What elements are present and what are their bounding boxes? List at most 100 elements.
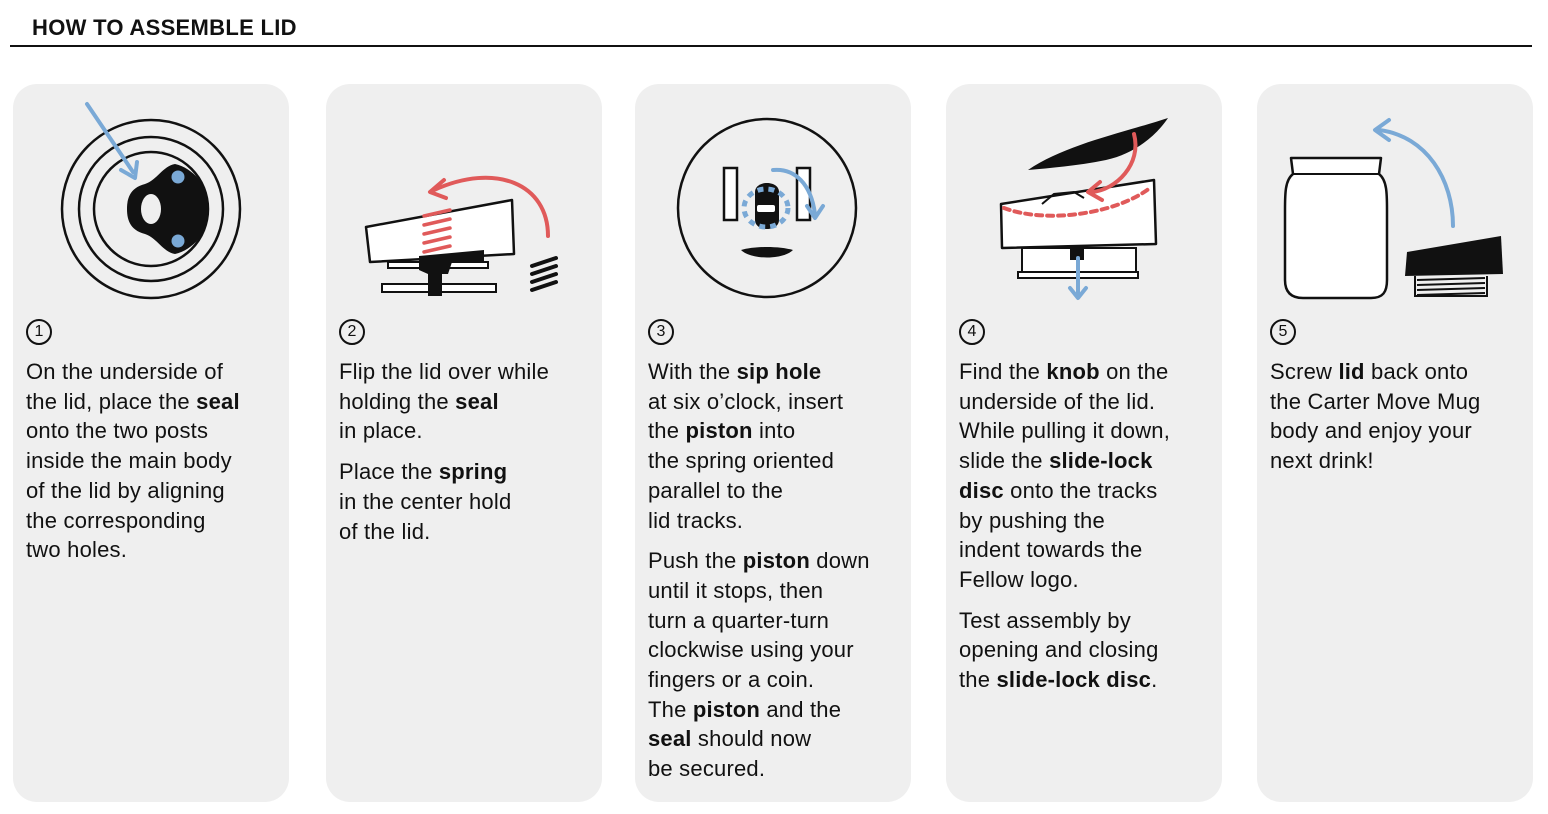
step-text-line: onto the two posts [26, 416, 284, 446]
text-segment: Push the [648, 548, 743, 574]
step-text-1: On the underside of the lid, place the se… [26, 357, 284, 576]
spring-placement-illustration [364, 175, 558, 296]
text-segment: Flip the lid over while [339, 359, 550, 384]
step-number-1: 1 [26, 319, 52, 345]
step-text-line: disc onto the tracks [959, 476, 1217, 506]
step-text-line: at six o’clock, insert [648, 387, 906, 417]
text-segment: parallel to the [648, 477, 784, 503]
text-segment: While pulling it down, [959, 418, 1171, 444]
text-segment: by pushing the [959, 507, 1105, 533]
emphasized-term: seal [648, 726, 692, 752]
text-segment: fingers or a coin. [648, 667, 815, 693]
step-text-line: seal should now [648, 724, 906, 754]
step-text-line: the spring oriented [648, 446, 906, 476]
step-text-line: Flip the lid over while [339, 357, 597, 387]
text-segment: Test assembly by [959, 607, 1131, 633]
emphasized-term: spring [438, 459, 508, 485]
text-segment: in place. [339, 418, 423, 444]
step-text-line: inside the main body [26, 446, 284, 476]
slide-lock-disc-illustration [999, 118, 1168, 300]
step-text-line: holding the seal [339, 387, 597, 417]
emphasized-term: sip hole [736, 359, 822, 384]
step-text-line: the Carter Move Mug [1270, 387, 1528, 417]
text-segment: at six o’clock, insert [648, 388, 844, 414]
step-text-line: On the underside of [26, 357, 284, 387]
emphasized-term: piston [685, 418, 753, 444]
text-segment: the corresponding [26, 507, 206, 533]
step-text-line: the piston into [648, 416, 906, 446]
emphasized-term: slide-lock disc [996, 667, 1152, 693]
step-text-line: the lid, place the seal [26, 387, 284, 417]
page-header: HOW TO ASSEMBLE LID [10, 0, 1532, 47]
step-text-line: clockwise using your [648, 635, 906, 665]
text-segment: holding the [339, 388, 456, 414]
text-segment: onto the tracks [1003, 477, 1158, 503]
text-segment: inside the main body [26, 448, 232, 474]
emphasized-term: knob [1046, 359, 1100, 384]
step-text-line: of the lid. [339, 517, 597, 547]
text-segment: On the underside of [26, 359, 224, 384]
step-text-line: Fellow logo. [959, 565, 1217, 595]
text-segment: of the lid. [339, 518, 431, 544]
emphasized-term: piston [742, 548, 810, 574]
text-segment: should now [691, 726, 812, 752]
text-segment: until it stops, then [648, 577, 824, 603]
text-segment: be secured. [648, 756, 766, 782]
step-card-1: 1 On the underside of the lid, place the … [13, 84, 289, 802]
step-text-line: Test assembly by [959, 606, 1217, 636]
text-segment: the lid, place the [26, 388, 197, 414]
step-text-line: fingers or a coin. [648, 665, 906, 695]
text-segment: into [752, 418, 796, 444]
step-number-5: 5 [1270, 319, 1296, 345]
step-text-line: Push the piston down [648, 546, 906, 576]
emphasized-term: slide-lock [1049, 448, 1153, 474]
text-segment: turn a quarter-turn [648, 607, 830, 633]
text-segment: the spring oriented [648, 448, 835, 474]
step-text-line: While pulling it down, [959, 416, 1217, 446]
step-text-line: in the center hold [339, 487, 597, 517]
step-paragraph: On the underside of the lid, place the se… [26, 357, 284, 565]
text-segment: the [648, 418, 686, 444]
step-text-line: slide the slide-lock [959, 446, 1217, 476]
text-segment: indent towards the [959, 537, 1143, 563]
emphasized-term: lid [1338, 359, 1365, 384]
emphasized-term: seal [455, 388, 499, 414]
text-segment: clockwise using your [648, 637, 854, 663]
text-segment: Screw [1270, 359, 1339, 384]
text-segment: back onto [1364, 359, 1469, 384]
text-segment: Fellow logo. [959, 566, 1079, 592]
step-text-line: Find the knob on the [959, 357, 1217, 387]
step-text-line: The piston and the [648, 695, 906, 725]
step-text-line: until it stops, then [648, 576, 906, 606]
step-text-line: lid tracks. [648, 506, 906, 536]
text-segment: The [648, 696, 693, 722]
step-number-3: 3 [648, 319, 674, 345]
step-text-line: underside of the lid. [959, 387, 1217, 417]
step-text-line: With the sip hole [648, 357, 906, 387]
step-text-line: next drink! [1270, 446, 1528, 476]
text-segment: lid tracks. [648, 507, 744, 533]
text-segment: in the center hold [339, 488, 512, 514]
step-text-line: Place the spring [339, 457, 597, 487]
text-segment: slide the [959, 448, 1050, 474]
text-segment: opening and closing [959, 637, 1159, 663]
text-segment: two holes. [26, 537, 128, 563]
step-number-4: 4 [959, 319, 985, 345]
text-segment: the Carter Move Mug [1270, 388, 1481, 414]
step-text-line: of the lid by aligning [26, 476, 284, 506]
step-text-line: be secured. [648, 754, 906, 784]
emphasized-term: disc [959, 477, 1004, 503]
screw-lid-illustration [1283, 118, 1503, 300]
step-text-line: turn a quarter-turn [648, 606, 906, 636]
